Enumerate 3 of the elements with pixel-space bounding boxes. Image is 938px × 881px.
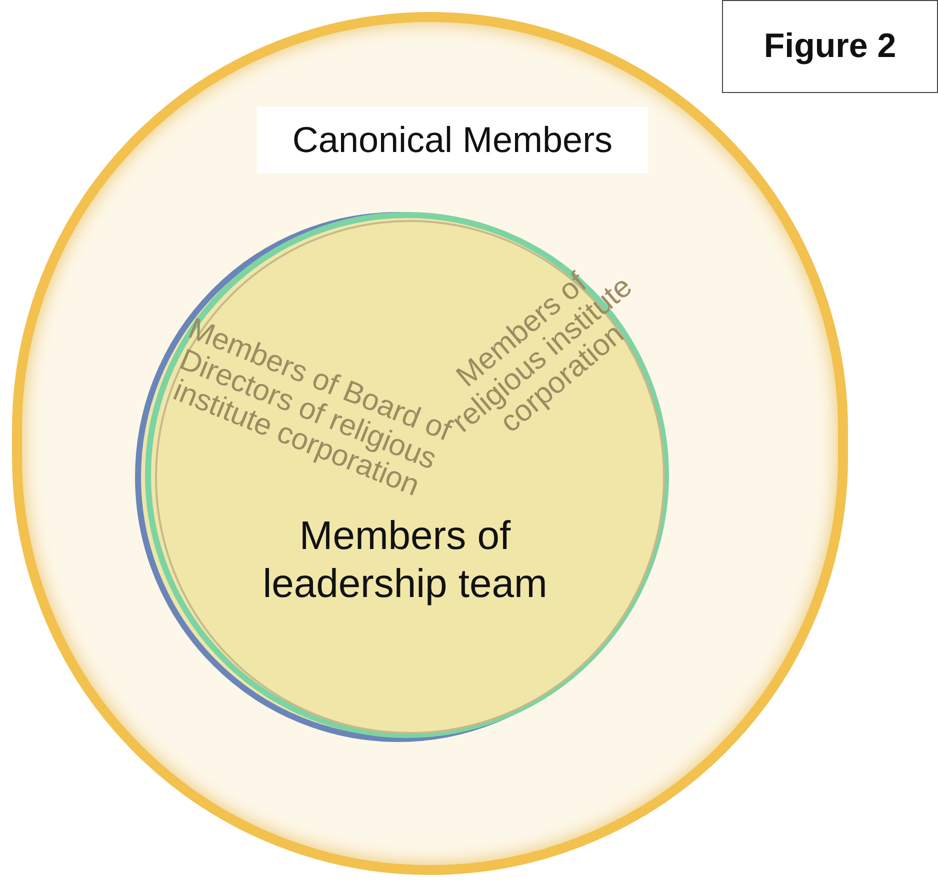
figure-label-box [722, 0, 938, 93]
circle-heading: Canonical Members [257, 107, 648, 173]
figure-label: Figure 2 [764, 26, 896, 67]
